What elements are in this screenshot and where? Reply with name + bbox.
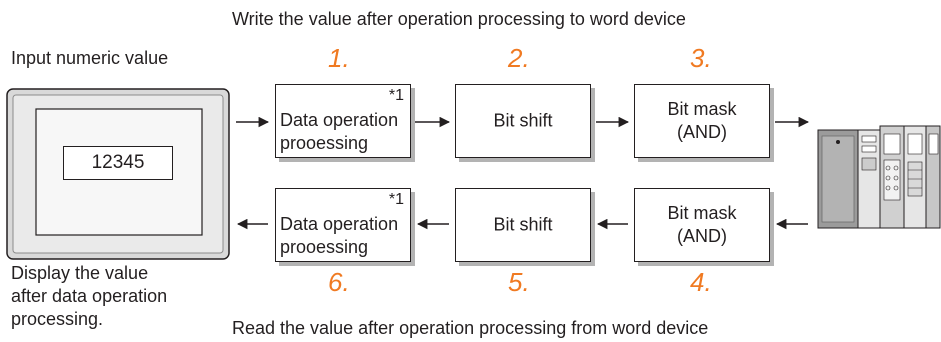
step-4-number: 4. bbox=[690, 267, 712, 297]
plc-illustration bbox=[817, 125, 941, 229]
step-1-number: 1. bbox=[328, 43, 350, 73]
box-label-line-1: Data operation bbox=[280, 110, 399, 130]
box-label: Bit mask (AND) bbox=[635, 202, 769, 248]
box-bit-mask-write: Bit mask (AND) bbox=[634, 84, 770, 158]
step-5-number: 5. bbox=[508, 267, 530, 297]
display-label-line-1: Display the value bbox=[11, 263, 149, 283]
box-data-operation-write: *1 Data operation prooessing bbox=[275, 84, 411, 158]
box-label-line-1: Bit mask bbox=[667, 99, 737, 119]
write-caption: Write the value after operation processi… bbox=[232, 9, 686, 29]
plc-power-face bbox=[821, 135, 855, 223]
box-bit-shift-write: Bit shift bbox=[455, 84, 591, 158]
box-label: Data operation prooessing bbox=[280, 109, 398, 155]
box-label: Bit shift bbox=[493, 214, 553, 235]
panel-numeric-value: 12345 bbox=[91, 152, 145, 173]
read-caption: Read the value after operation processin… bbox=[232, 318, 709, 338]
display-label-line-3: processing. bbox=[11, 309, 104, 329]
box-label-line-2: (AND) bbox=[677, 122, 727, 142]
box-label: Bit shift bbox=[493, 110, 553, 131]
panel-numeric-display[interactable]: 12345 bbox=[63, 146, 173, 180]
box-bit-shift-read: Bit shift bbox=[455, 188, 591, 262]
footnote-marker: *1 bbox=[388, 87, 404, 104]
box-label-line-2: (AND) bbox=[677, 226, 727, 246]
step-6-number: 6. bbox=[328, 267, 350, 297]
step-2-number: 2. bbox=[508, 43, 530, 73]
footnote-marker: *1 bbox=[388, 191, 404, 208]
box-data-operation-read: *1 Data operation prooessing bbox=[275, 188, 411, 262]
box-label: Bit mask (AND) bbox=[635, 98, 769, 144]
box-label: Data operation prooessing bbox=[280, 213, 398, 259]
input-label: Input numeric value bbox=[11, 48, 169, 68]
display-label-line-2: after data operation bbox=[11, 286, 168, 306]
display-label: Display the value after data operation p… bbox=[11, 262, 167, 331]
step-3-number: 3. bbox=[690, 43, 712, 73]
box-label-line-1: Bit mask bbox=[667, 203, 737, 223]
box-label-line-2: prooessing bbox=[280, 133, 369, 153]
box-bit-mask-read: Bit mask (AND) bbox=[634, 188, 770, 262]
box-label-line-1: Data operation bbox=[280, 214, 399, 234]
box-label-line-2: prooessing bbox=[280, 237, 369, 257]
